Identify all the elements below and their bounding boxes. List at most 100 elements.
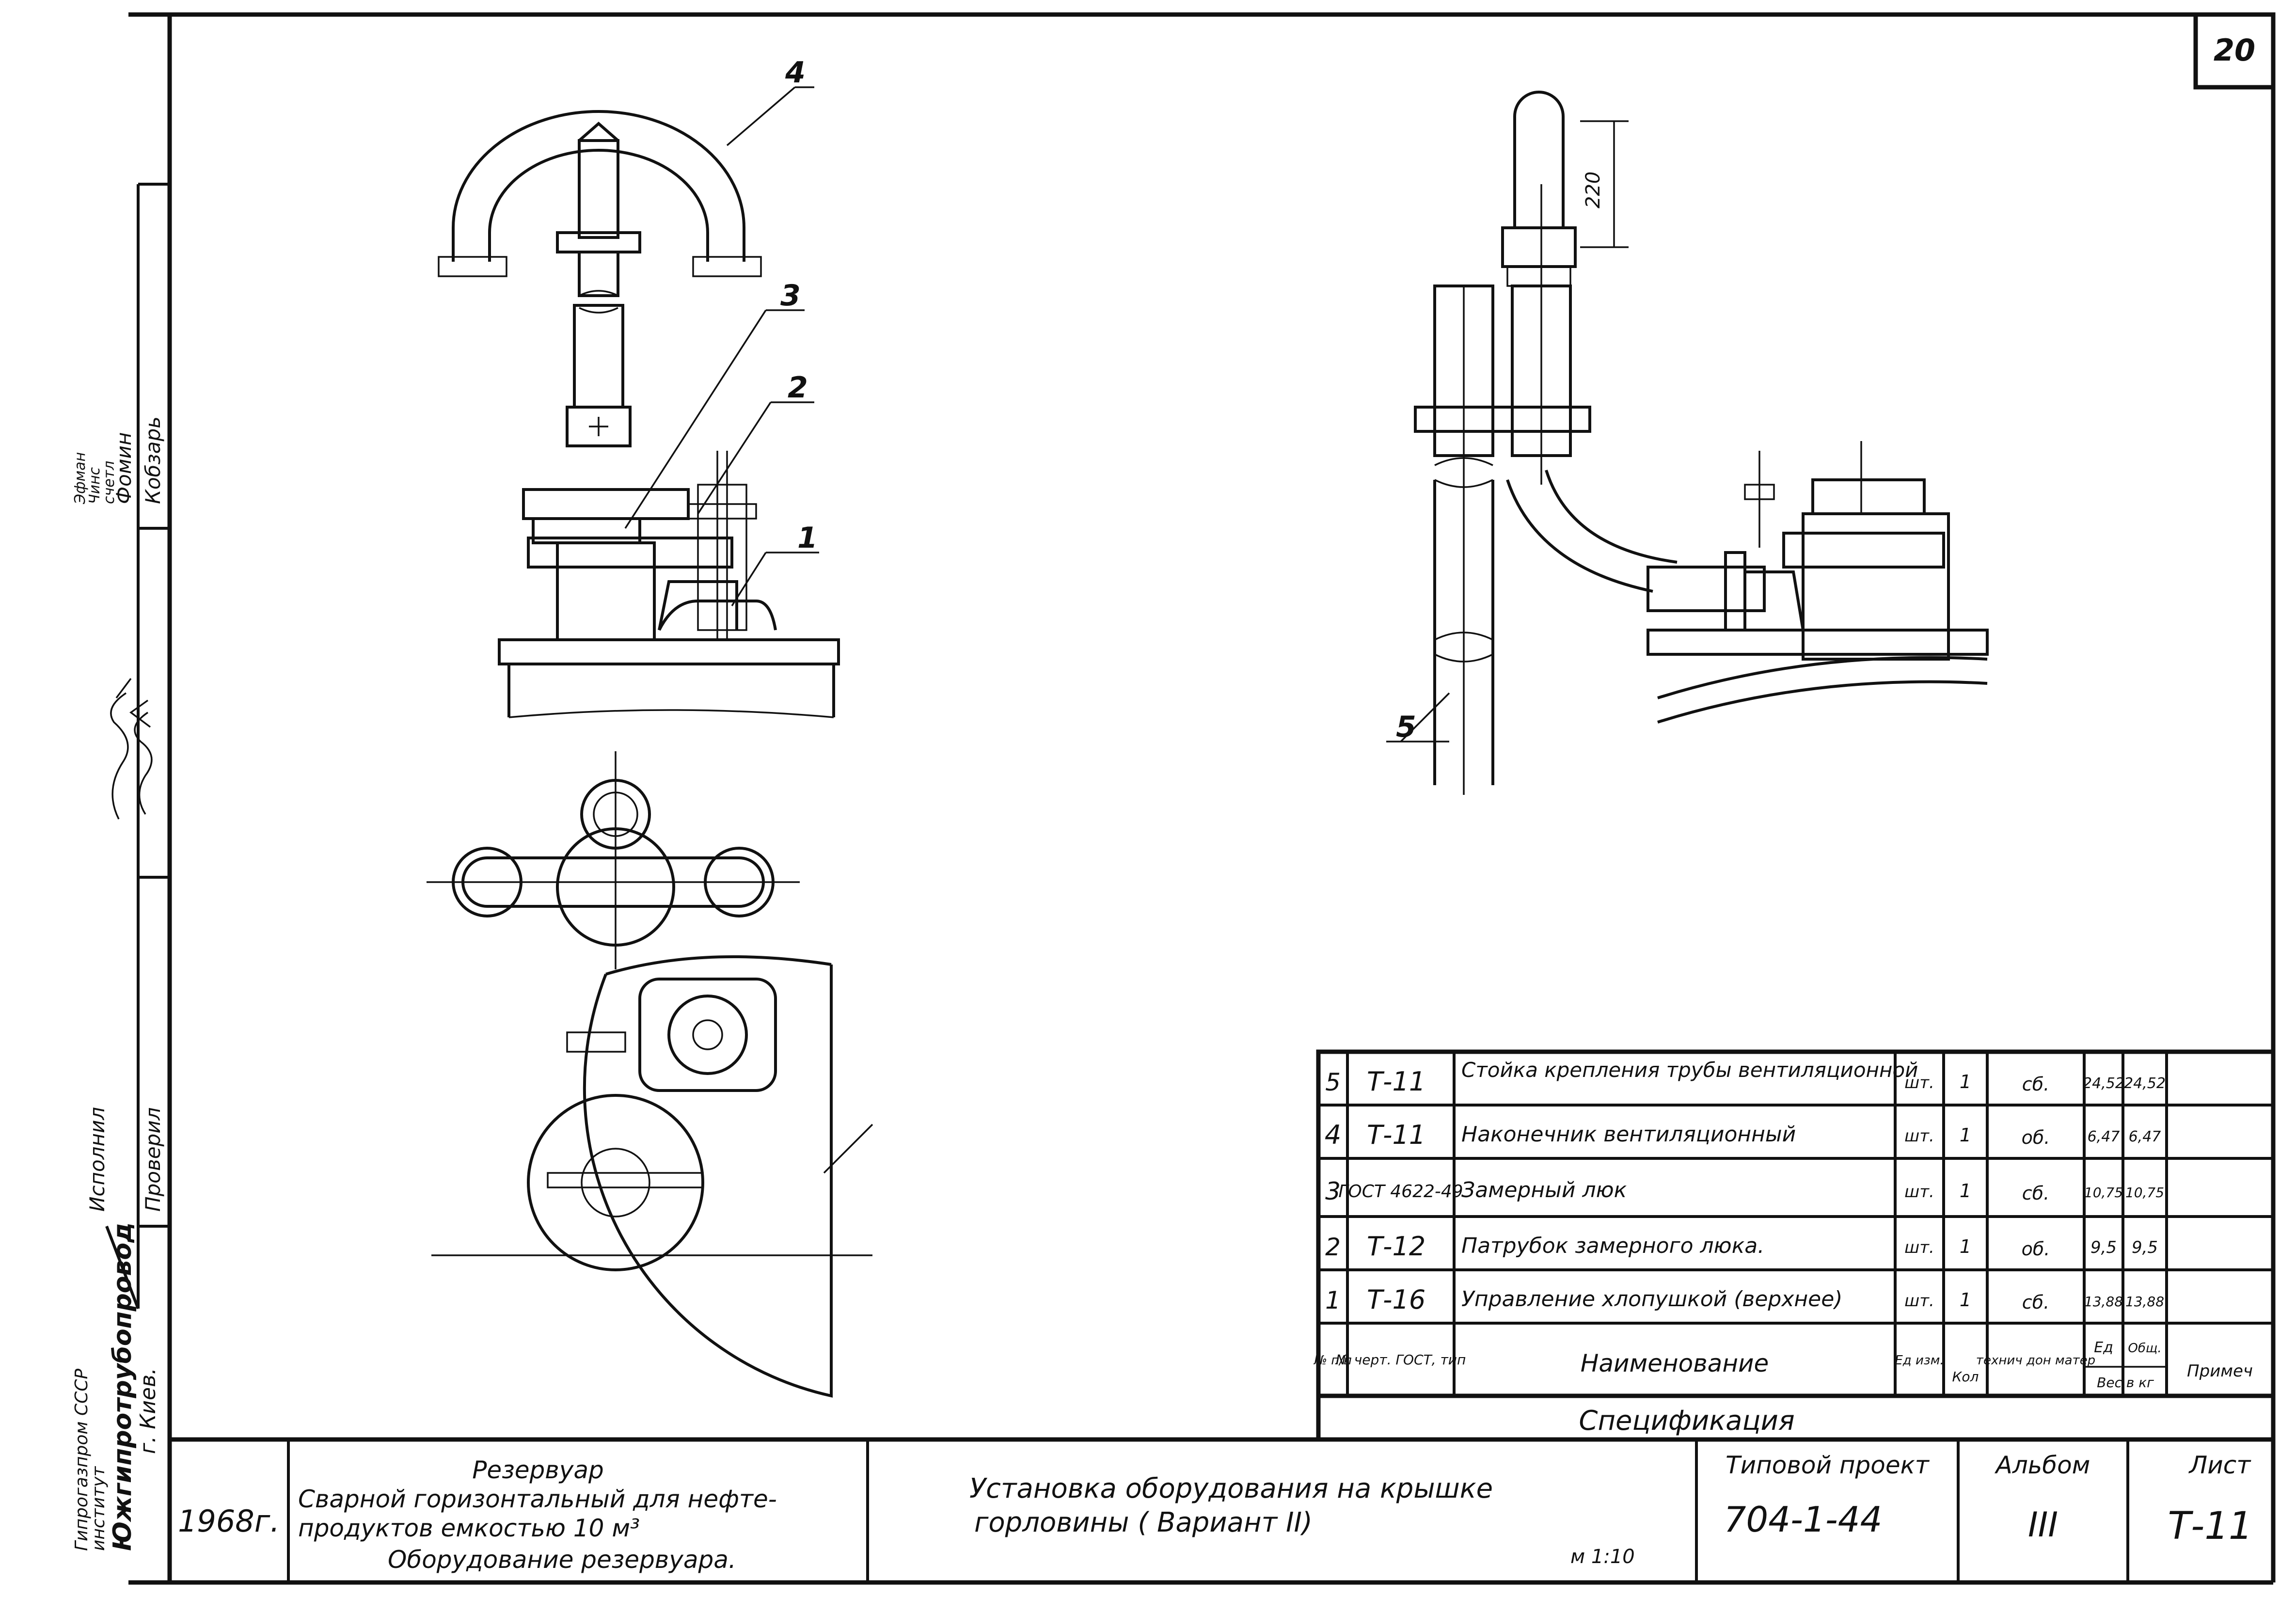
spec-row: 1 Т-16 Управление хлопушкой (верхнее) шт… [1325,1284,2164,1315]
header-qty: Кол [1952,1369,1979,1385]
row-unit: шт. [1904,1291,1934,1311]
org-line-3: г. Киев. [136,1368,160,1454]
callout-4: 4 [785,56,806,90]
row-num: 2 [1325,1233,1341,1261]
callout-3: 3 [780,279,801,313]
header-note: Примеч [2187,1361,2253,1381]
org-line-2: Южгипротрубопровод [108,1222,137,1551]
album-label: Альбом [1995,1451,2090,1479]
row-qty: 1 [1960,1180,1971,1202]
org-line-1: институт [89,1466,109,1551]
spec-row: 2 Т-12 Патрубок замерного люка. шт. 1 об… [1325,1231,2158,1262]
side-extra-1: Чинс [86,467,103,504]
row-tech: сб. [2022,1074,2049,1095]
row-weight-total: 24,52 [2124,1075,2166,1092]
sheet-label: Лист [2188,1451,2252,1479]
sheet-frame [128,12,2276,1585]
row-qty: 1 [1960,1289,1971,1311]
project-label: Типовой проект [1726,1451,1930,1479]
side-name-1: Кобзарь [141,416,165,504]
row-weight-total: 9,5 [2132,1238,2158,1257]
view-section-right [1386,91,1989,795]
spec-row: 5 Т-11 Стойка крепления трубы вентиляцио… [1325,1058,2166,1097]
spec-row: 4 Т-11 Наконечник вентиляционный шт. 1 о… [1325,1120,2161,1150]
row-qty: 1 [1960,1071,1971,1092]
row-weight-total: 13,88 [2125,1294,2164,1310]
row-tech: сб. [2022,1183,2049,1204]
row-qty: 1 [1960,1236,1971,1257]
view-plan [427,751,873,1398]
project-number: 704-1-44 [1724,1499,1883,1540]
title-block: 1968г. Резервуар Сварной горизонтальный … [170,1437,2273,1582]
row-tech: сб. [2022,1292,2049,1313]
object-line-1: Сварной горизонтальный для нефте- [298,1485,777,1513]
row-qty: 1 [1960,1124,1971,1146]
row-num: 3 [1325,1177,1341,1205]
side-extra-2: счетл [101,461,118,504]
sheet-code: Т-11 [2168,1504,2252,1548]
album-number: III [2028,1505,2058,1545]
row-name: Патрубок замерного люка. [1461,1233,1764,1258]
side-name-0: Фомин [112,432,136,504]
side-stamp: Проверил Исполнил Кобзарь Фомин счетл Чи… [72,183,170,1551]
row-weight-unit: 9,5 [2090,1238,2117,1257]
row-num: 5 [1325,1068,1341,1096]
callout-1: 1 [797,521,818,555]
side-extra-0: Эфман [72,452,89,505]
header-tech: технич дон матер [1976,1353,2095,1368]
object-line-3: Оборудование резервуара. [388,1546,736,1574]
spec-row: 3 ГОСТ 4622-49 Замерный люк шт. 1 сб. 10… [1325,1177,2164,1205]
row-name: Наконечник вентиляционный [1461,1122,1796,1147]
signature-1 [129,699,153,815]
side-role-performed: Исполнил [85,1107,109,1212]
org-line-0: Гипрогазпром СССР [72,1369,92,1551]
sheet-number: 20 [2214,32,2255,68]
callout-5: 5 [1396,710,1416,744]
header-unit: Ед изм. [1895,1353,1944,1368]
object-title: Резервуар [472,1456,603,1484]
year: 1968г. [178,1503,280,1539]
row-num: 4 [1325,1120,1341,1150]
callout-2: 2 [788,371,808,405]
row-ref: Т-11 [1367,1120,1425,1150]
row-name: Замерный люк [1461,1178,1627,1202]
signature-2 [110,678,132,820]
header-weight-total: Общ. [2128,1341,2161,1356]
row-ref: Т-12 [1367,1231,1425,1262]
drawing-title-line-2: горловины ( Вариант II) [974,1507,1313,1538]
row-weight-total: 10,75 [2125,1185,2164,1201]
row-ref: Т-16 [1367,1284,1425,1315]
header-num: № п/п [1313,1353,1352,1368]
header-ref: № черт. ГОСТ, тип [1335,1352,1466,1368]
row-num: 1 [1325,1286,1341,1314]
row-weight-unit: 6,47 [2088,1128,2120,1145]
row-name: Управление хлопушкой (верхнее) [1461,1287,1842,1312]
spec-header: № п/п № черт. ГОСТ, тип Наименование Ед … [1313,1339,2253,1391]
drawing-title-line-1: Установка оборудования на крышке [969,1473,1493,1504]
row-tech: об. [2022,1127,2050,1148]
row-unit: шт. [1904,1182,1934,1202]
header-weight-group: Вес в кг [2097,1375,2154,1391]
row-name: Стойка крепления трубы вентиляционной [1461,1058,1918,1082]
row-unit: шт. [1904,1073,1934,1092]
object-line-2: продуктов емкостью 10 м³ [298,1514,640,1542]
row-tech: об. [2022,1238,2050,1260]
row-ref: ГОСТ 4622-49 [1338,1182,1463,1202]
spec-table: 5 Т-11 Стойка крепления трубы вентиляцио… [1313,1049,2276,1442]
row-weight-unit: 13,88 [2084,1294,2123,1310]
scale-note: м 1:10 [1570,1546,1635,1568]
row-weight-unit: 10,75 [2084,1185,2123,1201]
row-weight-total: 6,47 [2129,1128,2161,1145]
view-elevation-left [438,86,840,718]
side-role-checked: Проверил [141,1107,165,1212]
header-name: Наименование [1581,1349,1769,1377]
row-weight-unit: 24,52 [2083,1075,2124,1092]
spec-title: Спецификация [1579,1405,1794,1437]
row-unit: шт. [1904,1126,1934,1146]
sheet-number-box: 20 [2193,12,2276,90]
row-unit: шт. [1904,1238,1934,1257]
dimension-label: 220 [1582,172,1604,208]
row-name-text: Стойка крепления трубы вентиляционной [1461,1058,1918,1082]
header-weight-unit: Ед [2094,1339,2113,1356]
